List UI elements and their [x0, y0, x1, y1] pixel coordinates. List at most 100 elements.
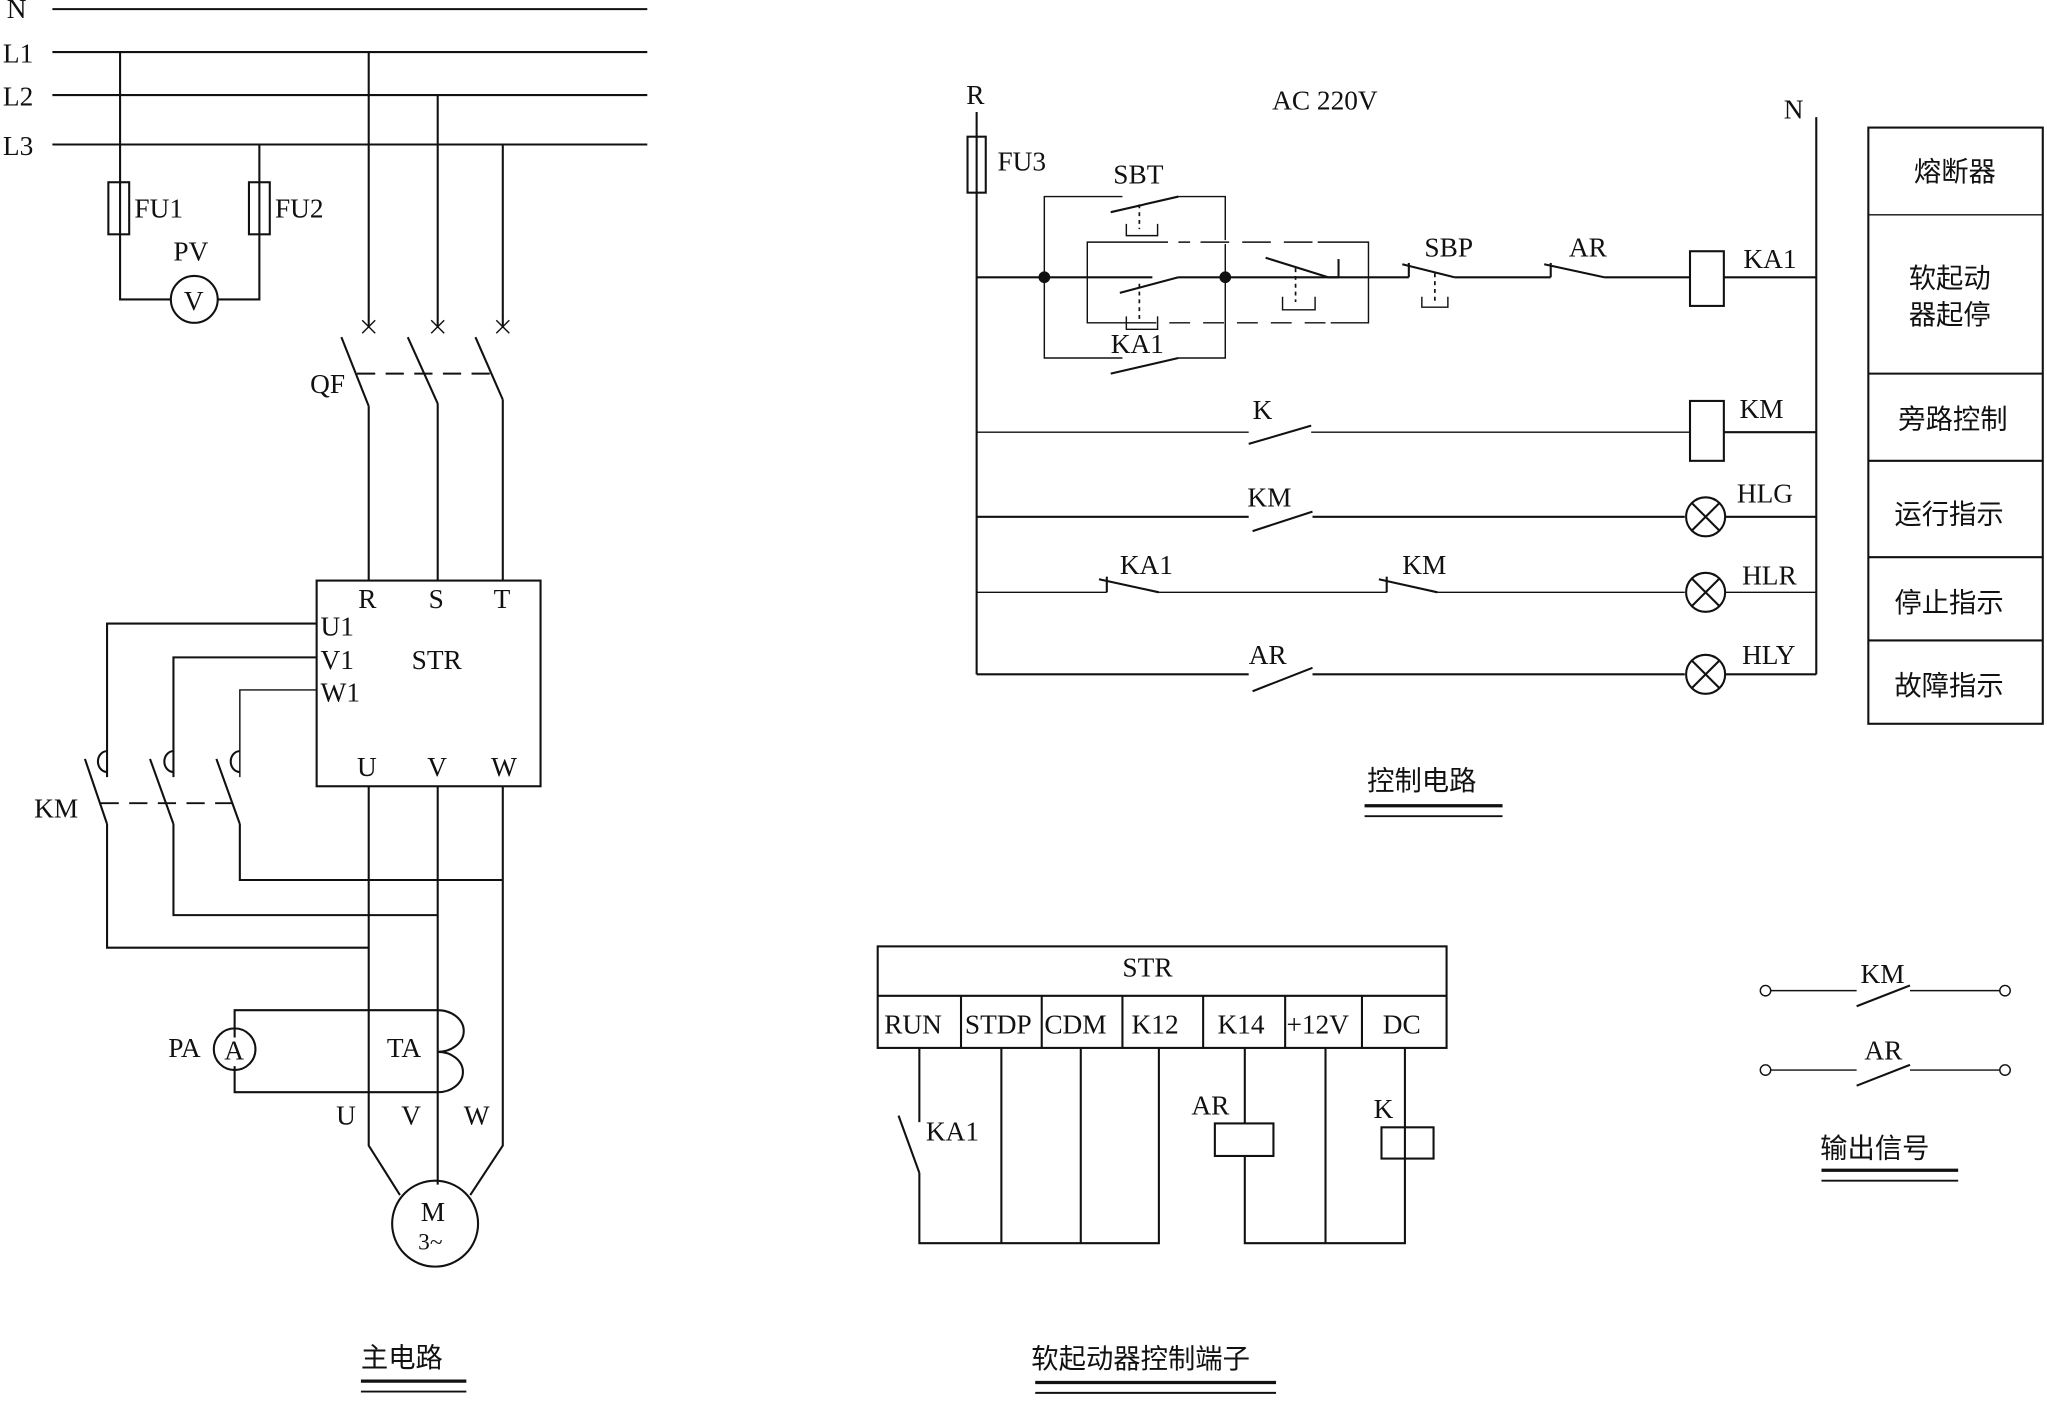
- coil-k: [1380, 1126, 1435, 1160]
- current-transformer-icon: [437, 1009, 465, 1094]
- ammeter-symbol: A: [224, 1036, 244, 1066]
- starter-input-t: T: [494, 584, 511, 614]
- start-button-label: SBT: [1113, 160, 1163, 190]
- bypass-return-v: [172, 824, 438, 917]
- coil-km: [1688, 399, 1725, 462]
- bus-label-l2: L2: [3, 81, 33, 111]
- coil-k-label: K: [1374, 1094, 1394, 1124]
- fault-contact-label: AR: [1569, 232, 1608, 262]
- voltmeter-wire-left: [119, 52, 171, 301]
- contact-km-label: KM: [1247, 482, 1291, 512]
- motor-phase-u: U: [336, 1101, 356, 1131]
- coil-ka1: [1688, 250, 1725, 307]
- terminal-dc: DC: [1383, 1010, 1421, 1040]
- coil-ka1-label: KA1: [1743, 244, 1796, 274]
- main-circuit: N L1 L2 L3 FU1 FU2 PV V QF: [3, 0, 648, 1393]
- coil-ar-label: AR: [1191, 1090, 1230, 1120]
- terminal-ka1-label: KA1: [926, 1116, 979, 1146]
- current-transformer-label: TA: [387, 1033, 422, 1063]
- bypass-return-u: [106, 824, 369, 949]
- soft-starter-box: [315, 579, 542, 788]
- fuse-fu1: [107, 181, 131, 236]
- legend-start-stop-line1: 软起动: [1909, 264, 1991, 295]
- motor-wire-u: [367, 786, 401, 1196]
- km-contact-hooks: [96, 750, 240, 773]
- voltmeter-symbol: V: [184, 286, 204, 316]
- bypass-wire-v1: [172, 656, 317, 778]
- motor-wire-w: [469, 786, 504, 1196]
- legend-fuse: 熔断器: [1914, 157, 1996, 188]
- terminals-title: 软起动器控制端子: [1031, 1344, 1250, 1375]
- starter-input-s: S: [429, 584, 444, 614]
- motor-label: M: [421, 1197, 445, 1227]
- motor-phase-w: W: [464, 1101, 490, 1131]
- fuse-fu3-label: FU3: [997, 147, 1046, 177]
- breaker-x-marks: [361, 319, 510, 334]
- legend-stop-indicator: 停止指示: [1894, 588, 2003, 619]
- contact-ka1-nc-label: KA1: [1120, 550, 1173, 580]
- rung-2: K KM: [976, 394, 1817, 462]
- control-circuit-title: 控制电路: [1367, 766, 1476, 797]
- breaker-qf: [340, 336, 504, 407]
- starter-bypass-v1: V1: [321, 645, 354, 675]
- lamp-hlr-label: HLR: [1742, 560, 1797, 590]
- legend-bypass: 旁路控制: [1898, 404, 2007, 435]
- supply-label: AC 220V: [1272, 85, 1378, 115]
- terminal-run: RUN: [884, 1010, 942, 1040]
- breaker-label: QF: [310, 369, 345, 399]
- voltmeter-icon: [169, 274, 219, 324]
- motor-icon: [391, 1179, 480, 1268]
- control-circuit: R AC 220V N FU3 SBT: [966, 80, 2044, 818]
- bypass-contactor-km: [83, 758, 241, 825]
- legend-run-indicator: 运行指示: [1894, 499, 2003, 530]
- function-legend-table: 熔断器 软起动 器起停 旁路控制 运行指示 停止指示 故障指示: [1867, 126, 2044, 725]
- coil-ar: [1213, 1122, 1275, 1158]
- bypass-wire-w1: [239, 689, 317, 778]
- starter-bypass-w1: W1: [321, 678, 360, 708]
- rung-1: SBT KA1: [976, 160, 1817, 375]
- rung-4: KA1 KM HLR: [976, 550, 1817, 613]
- voltmeter-label: PV: [173, 236, 208, 266]
- bypass-wire-u1: [106, 622, 317, 778]
- output-km-label: KM: [1861, 959, 1905, 989]
- motor-type: 3~: [418, 1230, 442, 1256]
- neutral-label: N: [1784, 94, 1804, 124]
- contact-ar-label: AR: [1249, 640, 1288, 670]
- bypass-contactor-label: KM: [34, 794, 78, 824]
- starter-output-u: U: [357, 752, 377, 782]
- ammeter-label: PA: [168, 1033, 201, 1063]
- hold-contact-label: KA1: [1111, 329, 1164, 359]
- output-ar-label: AR: [1864, 1036, 1903, 1066]
- terminal-block: STR RUN STDP CDM K12 K14 +12V DC KA1 AR …: [876, 945, 1448, 1394]
- starter-input-r: R: [358, 584, 377, 614]
- legend-start-stop-line2: 器起停: [1909, 300, 1991, 331]
- rung-3: KM HLG: [976, 478, 1817, 538]
- lamp-hly-label: HLY: [1742, 640, 1796, 670]
- voltmeter-wire-right: [217, 144, 261, 301]
- lamp-hlg-label: HLG: [1737, 478, 1793, 508]
- stop-button-label: SBP: [1424, 232, 1473, 262]
- terminal-k12: K12: [1132, 1010, 1179, 1040]
- fuse-fu1-label: FU1: [134, 193, 183, 223]
- terminal-12v: +12V: [1286, 1010, 1349, 1040]
- contact-k-label: K: [1253, 395, 1273, 425]
- fuse-fu2-label: FU2: [275, 193, 324, 223]
- terminal-cdm: CDM: [1044, 1010, 1106, 1040]
- starter-output-w: W: [491, 752, 517, 782]
- output-signals-title: 输出信号: [1820, 1133, 1929, 1164]
- fuse-fu3: [966, 135, 987, 194]
- main-circuit-title: 主电路: [361, 1343, 443, 1374]
- fuse-fu2: [247, 181, 271, 236]
- motor-phase-v: V: [401, 1101, 421, 1131]
- contact-km-nc-label: KM: [1402, 550, 1446, 580]
- bus-label-n: N: [7, 0, 27, 24]
- bypass-return-w: [238, 824, 503, 882]
- legend-fault-indicator: 故障指示: [1894, 671, 2003, 702]
- terminal-stdp: STDP: [965, 1010, 1032, 1040]
- ammeter-icon: [212, 1027, 257, 1072]
- starter-label: STR: [412, 645, 463, 675]
- starter-output-v: V: [427, 752, 447, 782]
- rung-5: AR HLY: [976, 640, 1817, 695]
- ct-wire-bottom: [233, 1066, 438, 1094]
